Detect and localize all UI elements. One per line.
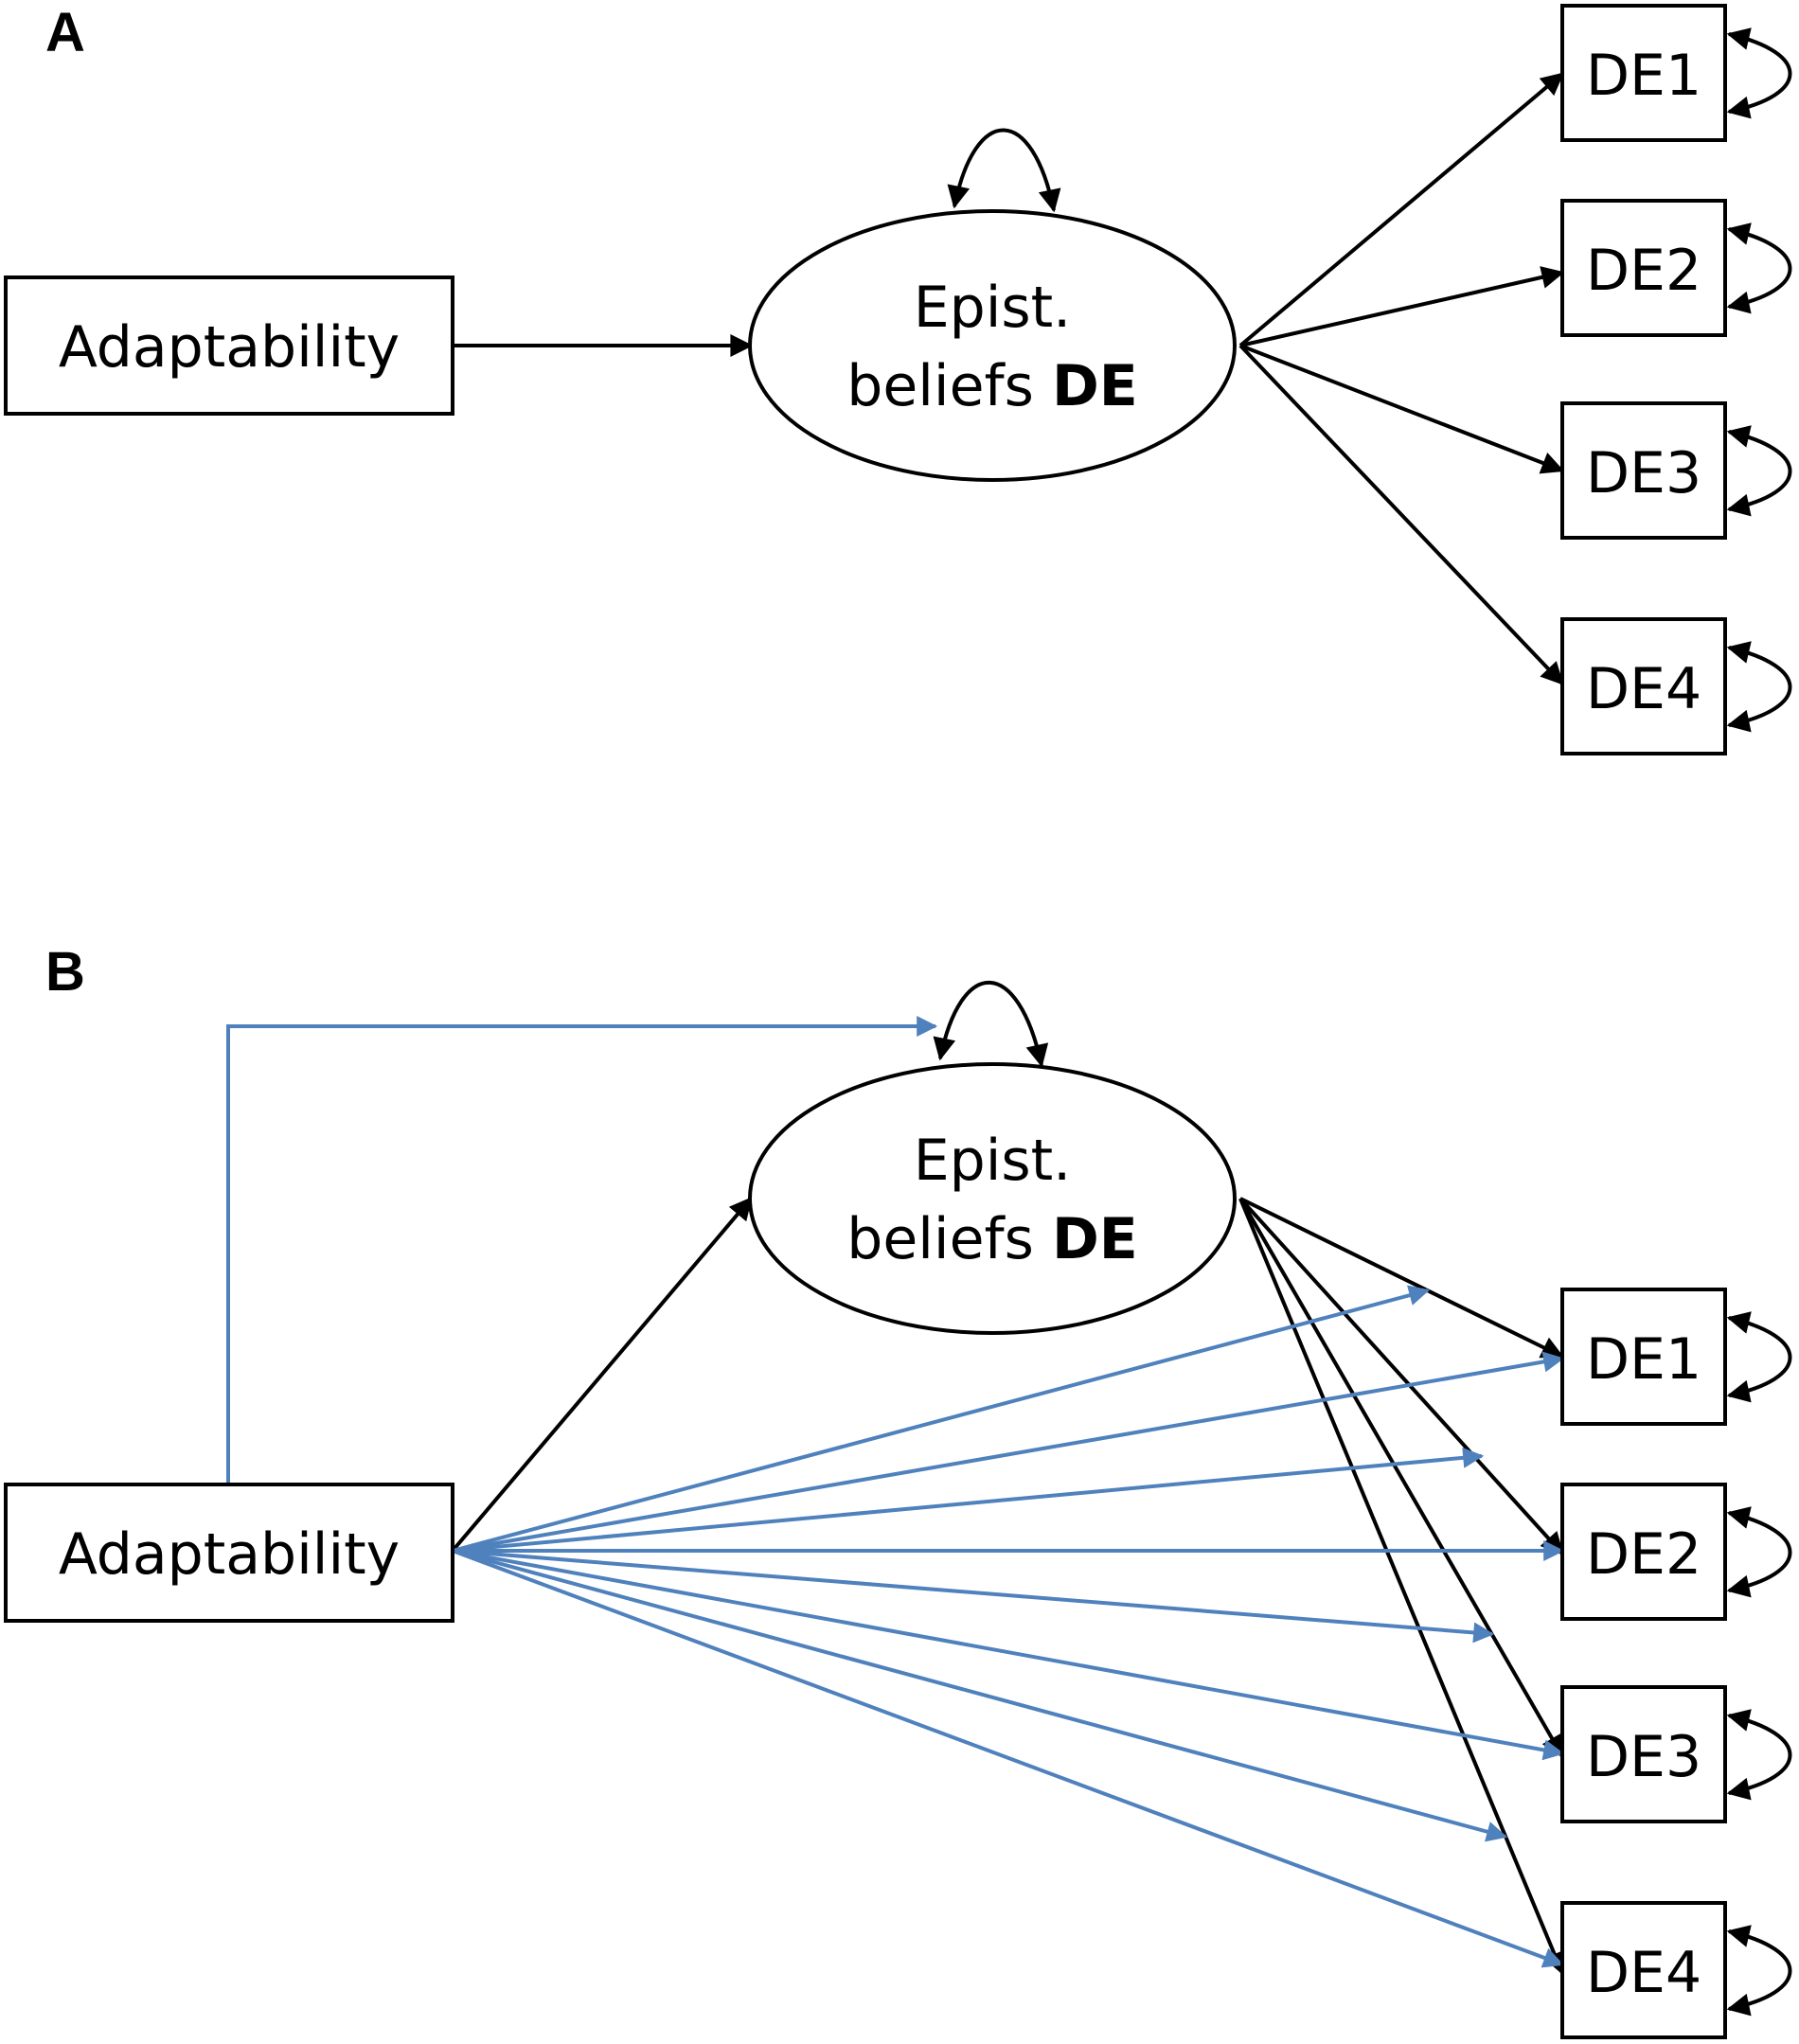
panel-a-label: A [45,2,85,63]
moderation-path-to-loading-de1 [452,1285,1431,1553]
adaptability-node-a: Adaptability [4,275,454,416]
loading-de3-a [1239,344,1565,474]
adaptability-label-a: Adaptability [59,314,400,381]
residual-loop-de3-b [1726,1709,1792,1801]
moderation-path-to-loading-de2 [452,1447,1485,1553]
latent-node-a: Epist. beliefs DE [748,209,1237,482]
panel-b: B Adaptability Epist. beliefs DE [4,941,1792,2039]
loading-de1-b [1239,1197,1565,1359]
moderation-path-to-loading-de4 [452,1549,1508,1842]
moderation-path-to-latent-variance [226,1016,938,1484]
latent-line1-b: Epist. [914,1128,1072,1194]
latent-variance-loop-a [947,128,1061,213]
latent-variance-loop-b [933,981,1049,1068]
indicator-de2-a: DE2 [1560,199,1792,337]
indicator-de3-b: DE3 [1560,1685,1792,1823]
moderation-path-to-loading-de3 [452,1549,1495,1644]
adaptability-label-b: Adaptability [59,1521,400,1588]
indicator-de2-b: DE2 [1560,1483,1792,1621]
indicator-de3-a: DE3 [1560,401,1792,540]
loading-de3-b [1238,1198,1564,1759]
loading-de4-a [1238,344,1564,685]
residual-loop-de4-b [1726,1925,1792,2017]
loading-de4-b [1238,1198,1565,1976]
loading-de1-a [1238,72,1564,347]
panel-b-label: B [45,941,85,1003]
moderation-path-to-intercept-de1 [452,1351,1565,1553]
indicator-de1-b: DE1 [1560,1288,1792,1426]
indicator-label: DE2 [1586,1521,1701,1588]
latent-line2-a: beliefs DE [846,353,1138,419]
latent-line1-a: Epist. [914,275,1072,341]
panel-a: A Adaptability Epist. beliefs DE DE1 [4,2,1792,755]
latent-node-b: Epist. beliefs DE [748,1062,1237,1335]
indicator-label: DE1 [1586,1326,1701,1393]
latent-line2-b: beliefs DE [846,1206,1138,1272]
loading-de2-b [1238,1197,1564,1555]
indicator-de1-a: DE1 [1560,4,1792,142]
moderation-path-to-intercept-de4 [452,1549,1565,1968]
residual-loop-de4-a [1726,641,1792,733]
indicator-label: DE4 [1586,1940,1701,2006]
indicator-de4-b: DE4 [1560,1901,1792,2039]
adaptability-node-b: Adaptability [4,1483,454,1623]
residual-loop-de2-b [1726,1506,1792,1598]
path-adaptability-to-latent-b [451,1197,753,1553]
residual-loop-de2-a [1726,222,1792,314]
indicator-de4-a: DE4 [1560,617,1792,755]
residual-loop-de1-b [1726,1311,1792,1403]
indicator-label: DE1 [1586,43,1701,109]
residual-loop-de3-a [1726,425,1792,517]
indicator-label: DE4 [1586,656,1701,722]
residual-loop-de1-a [1726,27,1792,119]
indicator-label: DE3 [1586,440,1701,507]
moderation-path-to-intercept-de3 [452,1549,1565,1761]
indicator-label: DE2 [1586,238,1701,304]
indicator-label: DE3 [1586,1724,1701,1790]
loading-de2-a [1239,266,1565,347]
